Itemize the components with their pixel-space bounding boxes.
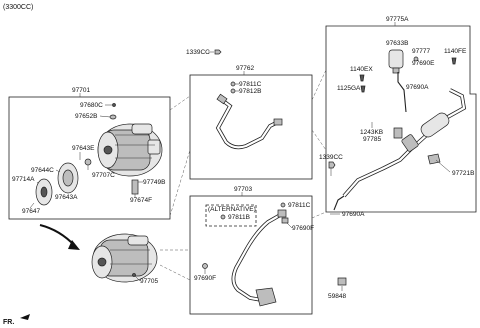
label-97674F: 97674F — [130, 197, 152, 204]
clip-icon — [202, 263, 208, 269]
bracket-icon — [393, 127, 403, 139]
connection-line — [311, 129, 327, 151]
connection-line — [159, 264, 191, 281]
label-97701: 97701 — [72, 87, 90, 94]
label-97811C-top: 97811C — [239, 81, 262, 88]
clip-icon — [281, 217, 289, 224]
label-97690A-bottom: 97690A — [342, 211, 365, 218]
label-97690F-left: 97690F — [194, 275, 216, 282]
leader-line — [99, 115, 111, 118]
hose-top-group-box — [189, 74, 313, 180]
snap-ring-icon — [84, 158, 92, 166]
front-direction-label: FR. — [3, 319, 14, 326]
bolt-icon — [112, 103, 116, 107]
label-97703: 97703 — [234, 186, 252, 193]
bolt-icon — [359, 74, 365, 82]
o-ring-icon — [230, 88, 236, 94]
label-97690A-top: 97690A — [406, 84, 429, 91]
connection-line — [169, 149, 191, 217]
connection-line — [311, 69, 327, 101]
installed-compressor-icon — [91, 233, 158, 283]
connection-line — [169, 95, 191, 111]
label-97647: 97647 — [22, 208, 40, 215]
bolt-icon — [451, 57, 457, 65]
temperature-sensor-icon — [427, 153, 451, 173]
label-97785: 97785 — [363, 136, 381, 143]
install-arrow — [39, 224, 76, 247]
label-1339CC-top: 1339CC — [186, 49, 210, 56]
front-arrow-icon — [20, 314, 30, 320]
label-97690F-right: 97690F — [292, 225, 314, 232]
clip-icon — [328, 161, 336, 169]
o-ring-icon — [413, 56, 419, 62]
o-ring-icon — [230, 81, 236, 87]
connection-line — [311, 211, 327, 219]
bolt-icon — [132, 273, 136, 277]
label-97762: 97762 — [236, 65, 254, 72]
label-1243KB: 1243KB — [360, 129, 383, 136]
bracket-icon — [337, 277, 347, 286]
label-alternative: (ALTERNATIVE) — [208, 206, 256, 213]
hose-bottom-group-box — [189, 195, 313, 315]
label-1339CC-mid: 1339CC — [319, 154, 343, 161]
bracket-icon — [109, 114, 117, 120]
pressure-sensor-icon — [388, 49, 404, 74]
label-97652B: 97652B — [75, 113, 97, 120]
label-97690E: 97690E — [412, 60, 435, 67]
label-97777: 97777 — [412, 48, 430, 55]
liquid-line-icon — [333, 72, 467, 211]
label-97707C: 97707C — [92, 172, 115, 179]
suction-hose-icon — [231, 209, 287, 307]
label-1140EX: 1140EX — [350, 66, 373, 73]
compressor-icon — [97, 123, 163, 177]
clip-icon — [214, 49, 222, 55]
label-97812B: 97812B — [239, 88, 261, 95]
label-97705: 97705 — [140, 278, 158, 285]
label-97680C: 97680C — [80, 102, 103, 109]
leader-line — [55, 169, 61, 173]
label-97721B: 97721B — [452, 170, 474, 177]
engine-variant-label: (3300CC) — [3, 4, 33, 11]
alternative-box — [205, 204, 257, 227]
bolt-icon — [360, 85, 366, 93]
label-1125GA: 1125GA — [337, 85, 361, 92]
label-97633B: 97633B — [386, 40, 408, 47]
leader-line — [134, 275, 141, 282]
leader-line — [29, 202, 35, 209]
label-97811B: 97811B — [228, 214, 250, 221]
relief-valve-icon — [131, 179, 139, 198]
label-97643E: 97643E — [72, 145, 95, 152]
clutch-coil-icon — [57, 162, 79, 194]
label-97811C-bottom: 97811C — [288, 202, 311, 209]
label-97644C: 97644C — [31, 167, 54, 174]
compressor-group-box — [8, 96, 171, 220]
o-ring-icon — [220, 214, 226, 220]
label-1140FE: 1140FE — [444, 48, 467, 55]
pulley-icon — [35, 178, 53, 206]
discharge-hose-icon — [215, 93, 283, 150]
label-97714A: 97714A — [12, 176, 35, 183]
o-ring-icon — [280, 202, 286, 208]
label-59848: 59848 — [328, 293, 346, 300]
install-arrow-head — [68, 240, 80, 250]
label-97775A: 97775A — [386, 16, 409, 23]
label-97643A: 97643A — [55, 194, 78, 201]
label-97749B: 97749B — [143, 179, 165, 186]
